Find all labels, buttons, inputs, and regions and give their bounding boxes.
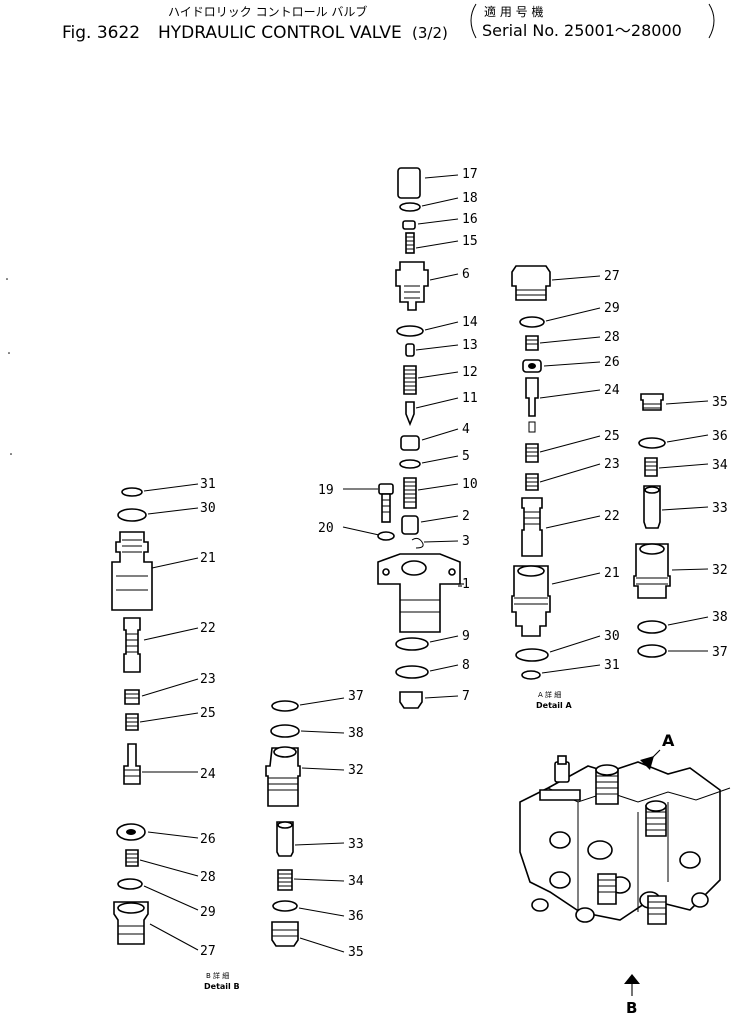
callout-11: 11 [462,391,478,406]
callout-ar-37: 37 [712,645,728,660]
callout-a-29: 29 [604,301,620,316]
detail-a-callout-labels: 27 29 28 26 24 25 23 22 21 30 31 [604,269,620,673]
callout-a-25: 25 [604,429,620,444]
callout-bm-36: 36 [348,909,364,924]
detail-a-right-stack [633,393,709,658]
valve-assembly-view [519,755,731,925]
detail-b-callout-labels: 31 30 21 22 23 25 24 26 28 29 27 [200,477,216,959]
callout-15: 15 [462,234,478,249]
callout-ar-32: 32 [712,563,728,578]
callout-19: 19 [318,483,334,498]
callout-b-21: 21 [200,551,216,566]
part-cap [397,167,421,199]
callout-bm-37: 37 [348,689,364,704]
callout-a-30: 30 [604,629,620,644]
callout-a-23: 23 [604,457,620,472]
detail-a-stack [511,265,601,680]
detail-b-caption-jp: B 詳 細 [206,971,229,980]
callout-b-31: 31 [200,477,216,492]
callout-b-24: 24 [200,767,216,782]
callout-2: 2 [462,509,470,524]
callout-7: 7 [462,689,470,704]
detail-a-right-callout-labels: 35 36 34 33 32 38 37 [712,395,728,660]
callout-8: 8 [462,658,470,673]
callout-20: 20 [318,521,334,536]
detail-a-caption: A 詳 細 Detail A [536,690,573,710]
callout-bm-35: 35 [348,945,364,960]
callout-b-30: 30 [200,501,216,516]
callout-b-26: 26 [200,832,216,847]
callout-17: 17 [462,167,478,182]
callout-a-28: 28 [604,330,620,345]
callout-13: 13 [462,338,478,353]
callout-12: 12 [462,365,478,380]
callout-9: 9 [462,629,470,644]
detail-b-caption: B 詳 細 Detail B [204,971,240,991]
detail-a-caption-jp: A 詳 細 [538,690,561,699]
callout-ar-35: 35 [712,395,728,410]
callout-3: 3 [462,534,470,549]
callout-ar-34: 34 [712,458,728,473]
center-stack [342,167,464,709]
callout-a-22: 22 [604,509,620,524]
center-callout-labels: 17 18 16 15 6 14 13 12 11 4 5 10 2 3 1 9… [318,167,478,704]
serial-bracket-right [708,3,715,39]
callout-14: 14 [462,315,478,330]
view-arrow-b: B [624,974,640,1015]
figure-label: Fig. 3622 [62,23,140,43]
view-arrow-a: A [640,731,675,770]
serial-range: Serial No. 25001～28000 [482,21,682,40]
callout-b-28: 28 [200,870,216,885]
callout-ar-33: 33 [712,501,728,516]
view-arrow-a-label: A [662,731,675,750]
callout-6: 6 [462,267,470,282]
callout-16: 16 [462,212,478,227]
sheet-fraction: (3/2) [412,24,448,42]
callout-b-29: 29 [200,905,216,920]
callout-b-23: 23 [200,672,216,687]
detail-b-mid-stack [265,697,345,953]
callout-a-31: 31 [604,658,620,673]
callout-bm-38: 38 [348,726,364,741]
title-japanese: ハイドロリック コントロール バルブ [168,4,367,19]
callout-b-25: 25 [200,706,216,721]
detail-b-stack [111,483,199,951]
callout-5: 5 [462,449,470,464]
callout-4: 4 [462,422,470,437]
callout-ar-38: 38 [712,610,728,625]
callout-bm-32: 32 [348,763,364,778]
serial-label-japanese: 適 用 号 機 [484,4,543,19]
figure-title: HYDRAULIC CONTROL VALVE [158,23,402,43]
callout-10: 10 [462,477,478,492]
detail-b-mid-callout-labels: 37 38 32 33 34 36 35 [348,689,364,960]
serial-bracket-left [470,3,477,39]
callout-ar-36: 36 [712,429,728,444]
callout-1: 1 [462,577,470,592]
detail-a-caption-en: Detail A [536,701,573,710]
callout-a-27: 27 [604,269,620,284]
callout-a-21: 21 [604,566,620,581]
callout-a-24: 24 [604,383,620,398]
view-arrow-b-label: B [626,999,637,1015]
detail-b-caption-en: Detail B [204,982,240,991]
callout-bm-33: 33 [348,837,364,852]
callout-b-27: 27 [200,944,216,959]
callout-b-22: 22 [200,621,216,636]
callout-18: 18 [462,191,478,206]
callout-bm-34: 34 [348,874,364,889]
header: ハイドロリック コントロール バルブ Fig. 3622 HYDRAULIC C… [62,3,715,43]
callout-a-26: 26 [604,355,620,370]
